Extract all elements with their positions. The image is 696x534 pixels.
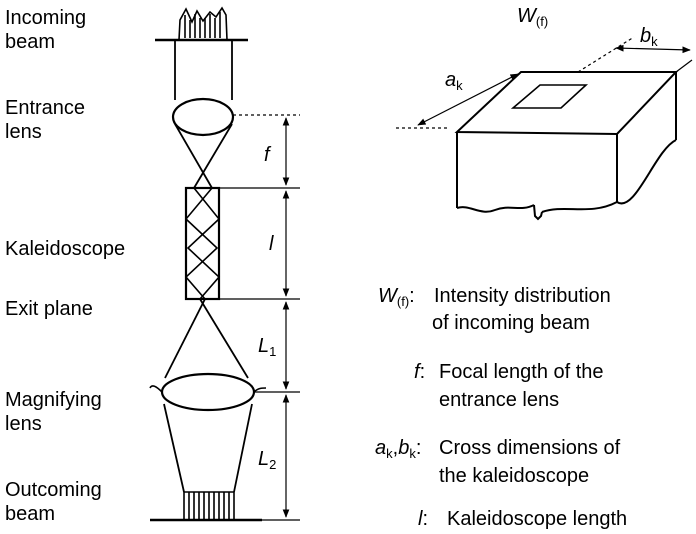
legend-item-f: f: bbox=[414, 361, 426, 383]
legend-text-akbk: Cross dimensions of the kaleidoscope bbox=[439, 437, 621, 487]
kaleidoscope-3d-dimensions bbox=[396, 36, 693, 129]
ak-label: ak bbox=[445, 69, 463, 93]
dim-l-label: l bbox=[269, 233, 274, 255]
top-right-title: W(f) bbox=[517, 5, 549, 29]
magnifying-lens bbox=[149, 372, 267, 412]
reference-lines bbox=[219, 114, 300, 521]
incoming-beam-profile bbox=[155, 6, 248, 42]
legend-item-W: W(f): bbox=[378, 285, 415, 309]
legend-item-akbk: ak,bk: bbox=[375, 437, 422, 461]
label-exit-plane: Exit plane bbox=[5, 298, 93, 320]
legend-text-W-2: of incoming beam bbox=[432, 312, 590, 334]
label-kaleidoscope: Kaleidoscope bbox=[5, 238, 126, 260]
outcoming-beam-walls bbox=[163, 403, 253, 493]
kaleidoscope-reflections bbox=[184, 187, 221, 300]
label-incoming-beam: Incoming beam bbox=[5, 7, 87, 53]
legend-text-l: Kaleidoscope length bbox=[447, 508, 628, 530]
legend-item-l: l: bbox=[418, 508, 429, 530]
dim-f-label: f bbox=[264, 144, 270, 166]
legend-text-W: Intensity distribution bbox=[434, 285, 611, 307]
dim-L2-label: L2 bbox=[258, 448, 277, 472]
dim-L1-label: L1 bbox=[258, 335, 277, 359]
kaleidoscope-3d-view bbox=[454, 71, 679, 221]
kaleidoscope-tube bbox=[184, 186, 221, 301]
entrance-lens bbox=[171, 97, 235, 137]
label-entrance-lens: Entrance lens bbox=[5, 97, 86, 143]
outcoming-beam-profile bbox=[150, 491, 262, 522]
diverging-rays bbox=[164, 298, 249, 379]
label-magnifying-lens: Magnifying lens bbox=[5, 389, 102, 435]
bk-label: bk bbox=[640, 25, 658, 49]
focusing-rays bbox=[174, 123, 233, 189]
incoming-beam-walls bbox=[174, 40, 233, 100]
legend-text-f: Focal length of the entrance lens bbox=[439, 361, 604, 411]
label-outcoming-beam: Outcoming beam bbox=[5, 479, 102, 525]
